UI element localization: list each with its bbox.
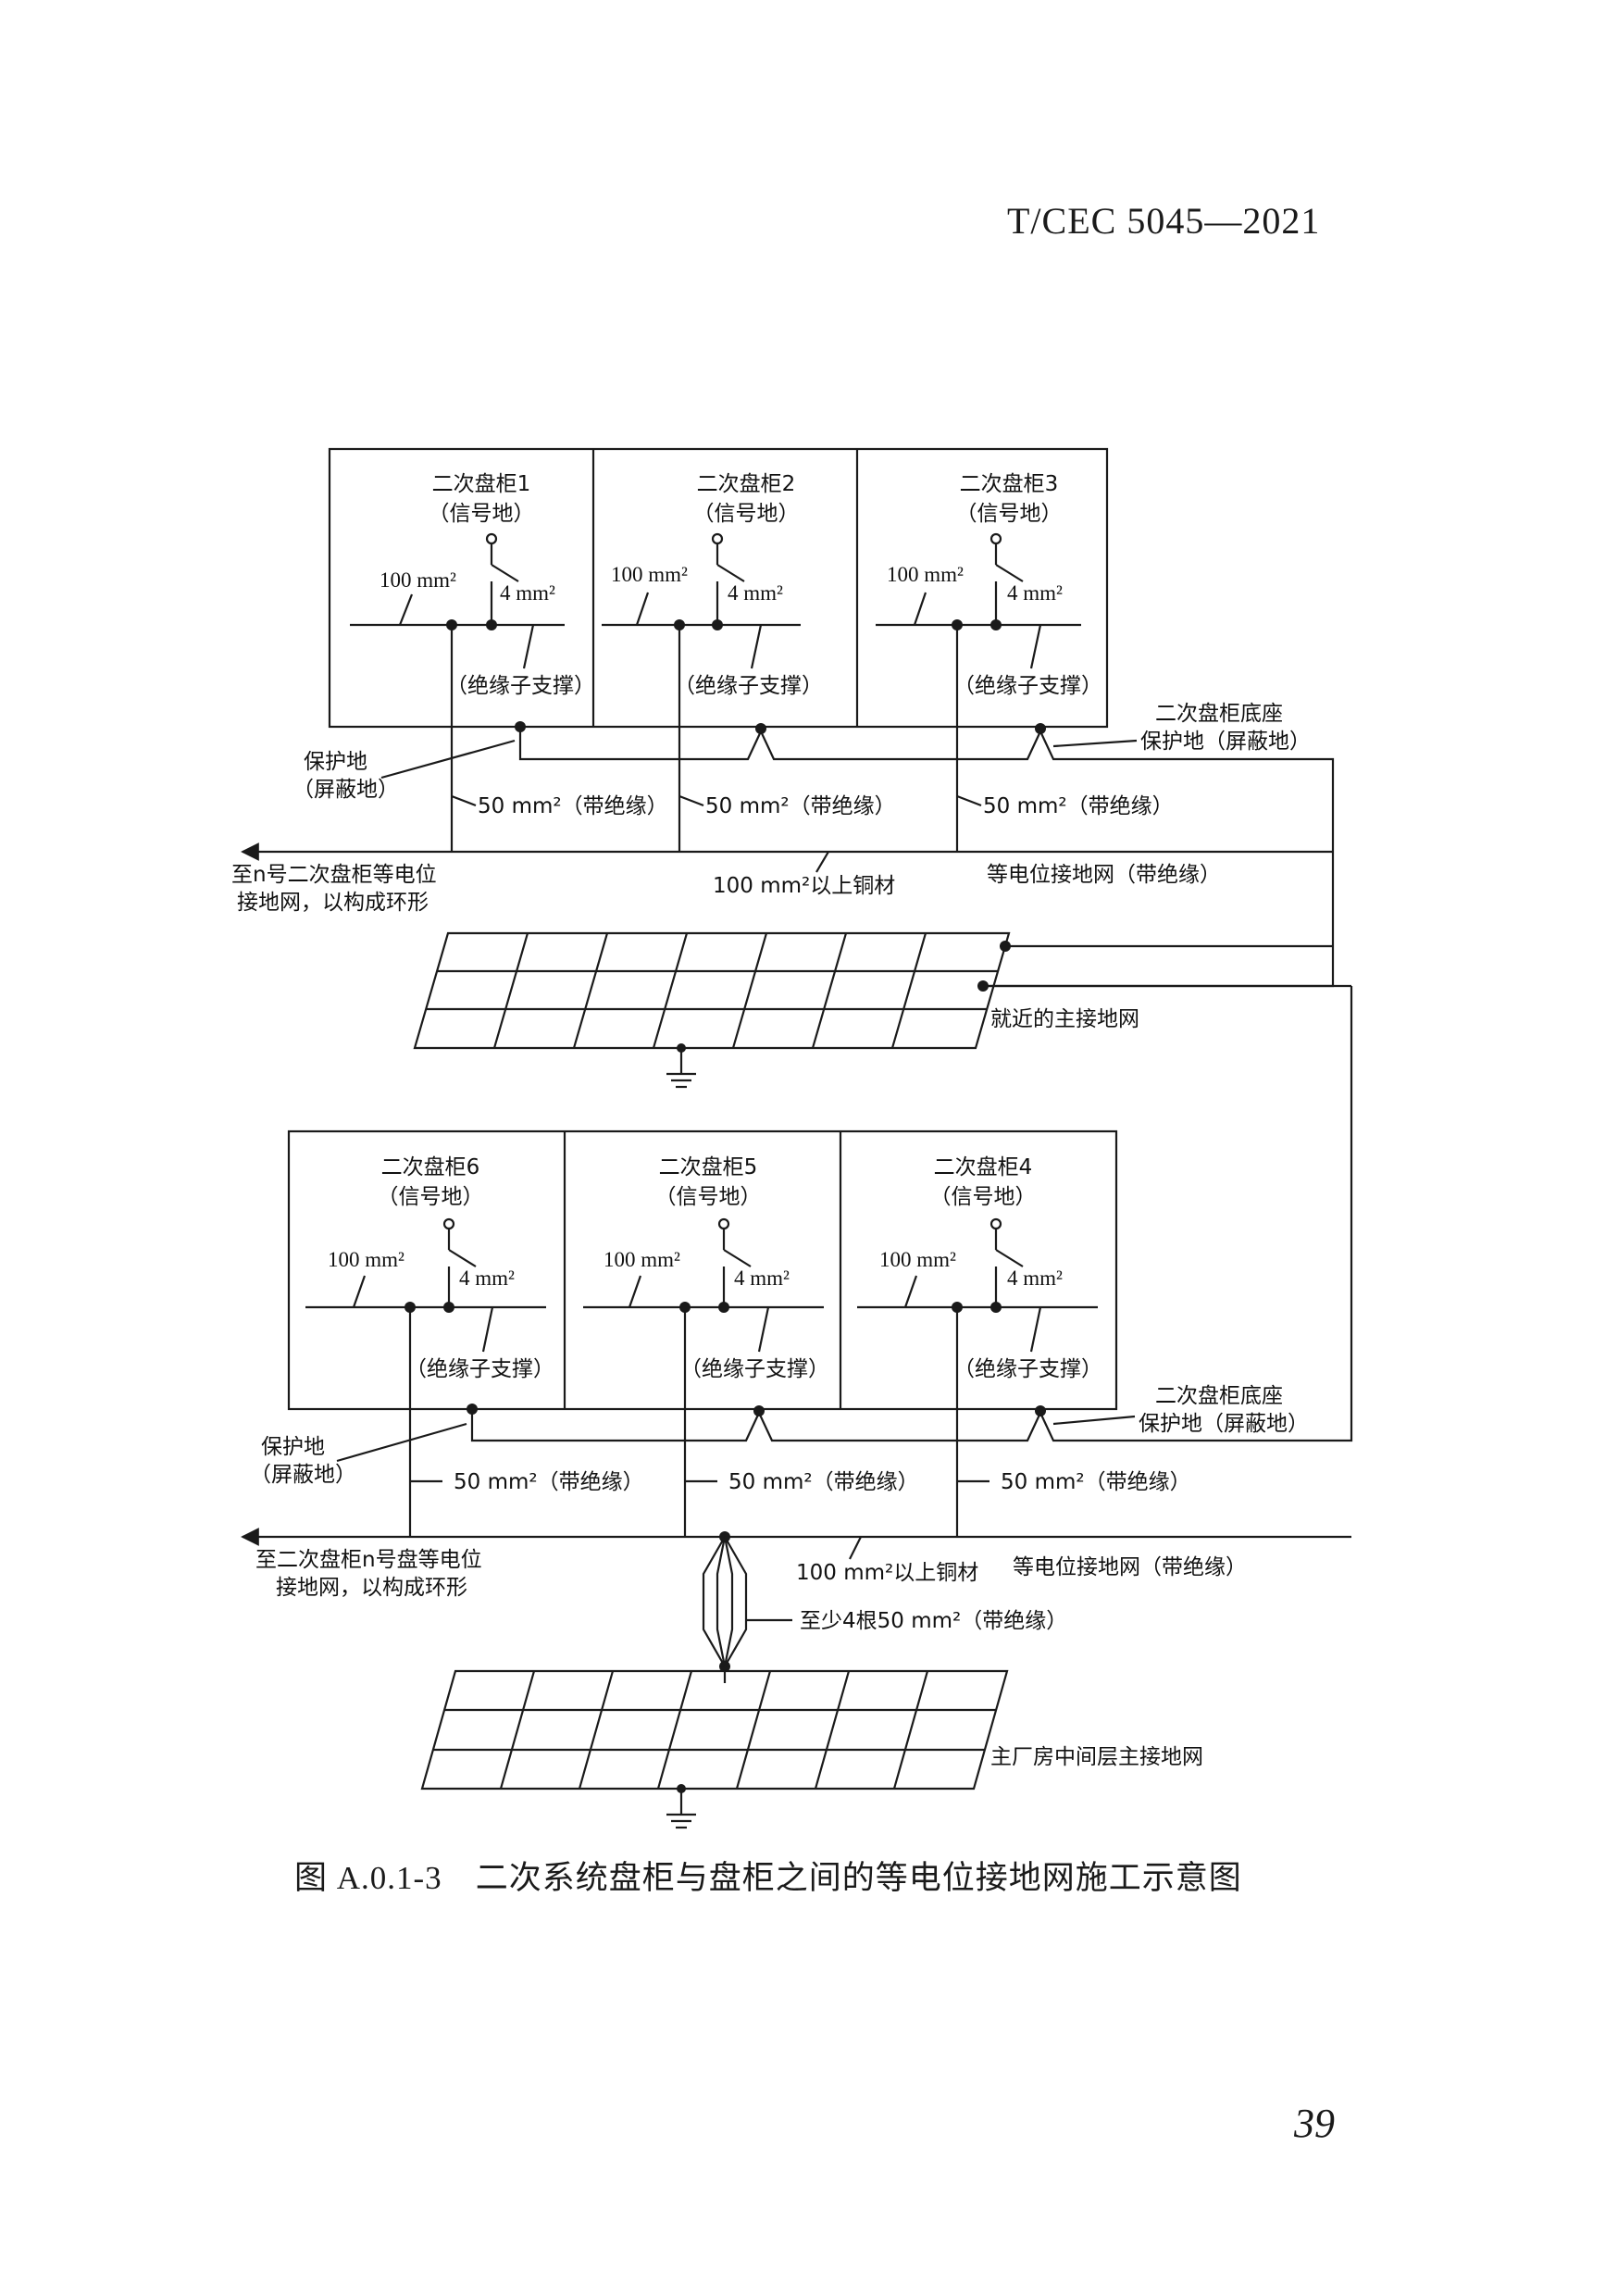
cabinet-3: 二次盘柜3 （信号地） 100 mm² 4 mm² （绝缘子支撑）	[876, 472, 1102, 852]
signal-ground-terminal	[485, 532, 498, 545]
protective-ground-label: （屏蔽地）	[292, 778, 399, 802]
cabinet-subtitle: （信号地）	[956, 502, 1063, 526]
base-ground-label: 保护地（屏蔽地）	[1139, 1412, 1309, 1436]
bottom-cabinet-row	[287, 1129, 1118, 1411]
standard-code: T/CEC 5045—2021	[1007, 200, 1321, 242]
cabinet-6: 二次盘柜6 （信号地） 100 mm² 4 mm² （绝缘子支撑）	[305, 1155, 554, 1537]
figure-caption: 图 A.0.1-3 二次系统盘柜与盘柜之间的等电位接地网施工示意图	[294, 1852, 1242, 1899]
link-50-label: 50 mm²（带绝缘）	[983, 794, 1174, 818]
four-parallel-cables	[702, 1531, 748, 1683]
main-grid-mid-label: 主厂房中间层主接地网	[990, 1745, 1203, 1769]
insulator-label: （绝缘子支撑）	[674, 674, 823, 698]
to-n-cabinet-label: 接地网，以构成环形	[237, 891, 429, 915]
link-50-label: 50 mm²（带绝缘）	[705, 794, 896, 818]
page-number: 39	[1294, 2101, 1335, 2146]
to-n-cabinet-label: 接地网，以构成环形	[276, 1576, 467, 1600]
wire-size-label: 4 mm²	[734, 1267, 790, 1290]
ground-symbol-icon	[666, 1789, 696, 1829]
cabinet-subtitle: （信号地）	[655, 1185, 762, 1209]
link-50-label: 50 mm²（带绝缘）	[728, 1470, 919, 1494]
cabinet-5: 二次盘柜5 （信号地） 100 mm² 4 mm² （绝缘子支撑）	[583, 1155, 829, 1537]
wire-size-label: 4 mm²	[1007, 581, 1063, 605]
cabinet-title: 二次盘柜2	[697, 472, 796, 496]
copper-label: 100 mm²以上铜材	[796, 1561, 978, 1585]
insulator-label: （绝缘子支撑）	[405, 1357, 554, 1381]
link-50-label: 50 mm²（带绝缘）	[454, 1470, 644, 1494]
switch-lever	[491, 564, 519, 582]
signal-ground-terminal	[989, 1217, 1002, 1230]
busbar-size-label: 100 mm²	[604, 1248, 680, 1271]
cabinet-title: 二次盘柜3	[960, 472, 1059, 496]
cabinet-4: 二次盘柜4 （信号地） 100 mm² 4 mm² （绝缘子支撑）	[857, 1155, 1102, 1537]
cabinet-title: 二次盘柜4	[934, 1155, 1033, 1179]
signal-ground-terminal	[989, 532, 1002, 545]
cabinet-subtitle: （信号地）	[429, 502, 535, 526]
insulator-label: （绝缘子支撑）	[953, 1357, 1102, 1381]
cabinet-title: 二次盘柜6	[381, 1155, 480, 1179]
base-ground-label: 二次盘柜底座	[1155, 702, 1283, 726]
equipotential-label: 等电位接地网（带绝缘）	[987, 863, 1221, 887]
wire-size-label: 4 mm²	[1007, 1267, 1063, 1290]
main-grid-near-label: 就近的主接地网	[990, 1007, 1139, 1031]
copper-label: 100 mm²以上铜材	[713, 874, 895, 898]
protective-ground-label: 保护地	[261, 1435, 325, 1459]
main-ground-grid-near	[413, 931, 1011, 1050]
cabinet-subtitle: （信号地）	[930, 1185, 1037, 1209]
switch-lever	[995, 1249, 1024, 1267]
top-cabinet-row	[328, 447, 1109, 729]
to-n-cabinet-label: 至n号二次盘柜等电位	[231, 863, 437, 887]
wire-size-label: 4 mm²	[459, 1267, 515, 1290]
busbar-size-label: 100 mm²	[879, 1248, 956, 1271]
busbar-size-label: 100 mm²	[887, 563, 964, 586]
signal-ground-terminal	[711, 532, 724, 545]
switch-lever	[995, 564, 1024, 582]
to-n-cabinet-label: 至二次盘柜n号盘等电位	[255, 1548, 482, 1572]
busbar-size-label: 100 mm²	[611, 563, 688, 586]
cabinet-title: 二次盘柜1	[432, 472, 531, 496]
cabinet-1: 二次盘柜1 （信号地） 100 mm² 4 mm² （绝缘子支撑）	[350, 472, 595, 852]
four-cables-label: 至少4根50 mm²（带绝缘）	[800, 1609, 1067, 1633]
switch-lever	[448, 1249, 477, 1267]
link-50-label: 50 mm²（带绝缘）	[1001, 1470, 1191, 1494]
cabinet-subtitle: （信号地）	[693, 502, 800, 526]
wire-size-label: 4 mm²	[500, 581, 555, 605]
base-ground-label: 保护地（屏蔽地）	[1140, 730, 1311, 754]
protective-ground-label: （屏蔽地）	[250, 1463, 356, 1487]
wire-size-label: 4 mm²	[728, 581, 783, 605]
base-protective-ground-wire	[470, 986, 1353, 1442]
cabinet-2: 二次盘柜2 （信号地） 100 mm² 4 mm² （绝缘子支撑）	[602, 472, 823, 852]
insulator-label: （绝缘子支撑）	[953, 674, 1102, 698]
base-protective-ground-wire	[518, 727, 1335, 988]
figure-title: 二次系统盘柜与盘柜之间的等电位接地网施工示意图	[475, 1860, 1242, 1897]
cabinet-subtitle: （信号地）	[378, 1185, 484, 1209]
ground-symbol-icon	[666, 1048, 696, 1089]
protective-ground-label: 保护地	[304, 750, 367, 774]
switch-lever	[716, 564, 745, 582]
signal-ground-terminal	[442, 1217, 455, 1230]
link-50-label: 50 mm²（带绝缘）	[478, 794, 668, 818]
main-ground-grid-mid	[420, 1669, 1009, 1791]
cabinet-title: 二次盘柜5	[659, 1155, 758, 1179]
equipotential-label: 等电位接地网（带绝缘）	[1013, 1555, 1247, 1579]
busbar-size-label: 100 mm²	[380, 568, 456, 592]
signal-ground-terminal	[717, 1217, 730, 1230]
insulator-label: （绝缘子支撑）	[680, 1357, 829, 1381]
insulator-label: （绝缘子支撑）	[446, 674, 595, 698]
busbar-size-label: 100 mm²	[328, 1248, 404, 1271]
base-ground-label: 二次盘柜底座	[1155, 1384, 1283, 1408]
switch-lever	[723, 1249, 752, 1267]
figure-number: 图 A.0.1-3	[294, 1860, 442, 1896]
